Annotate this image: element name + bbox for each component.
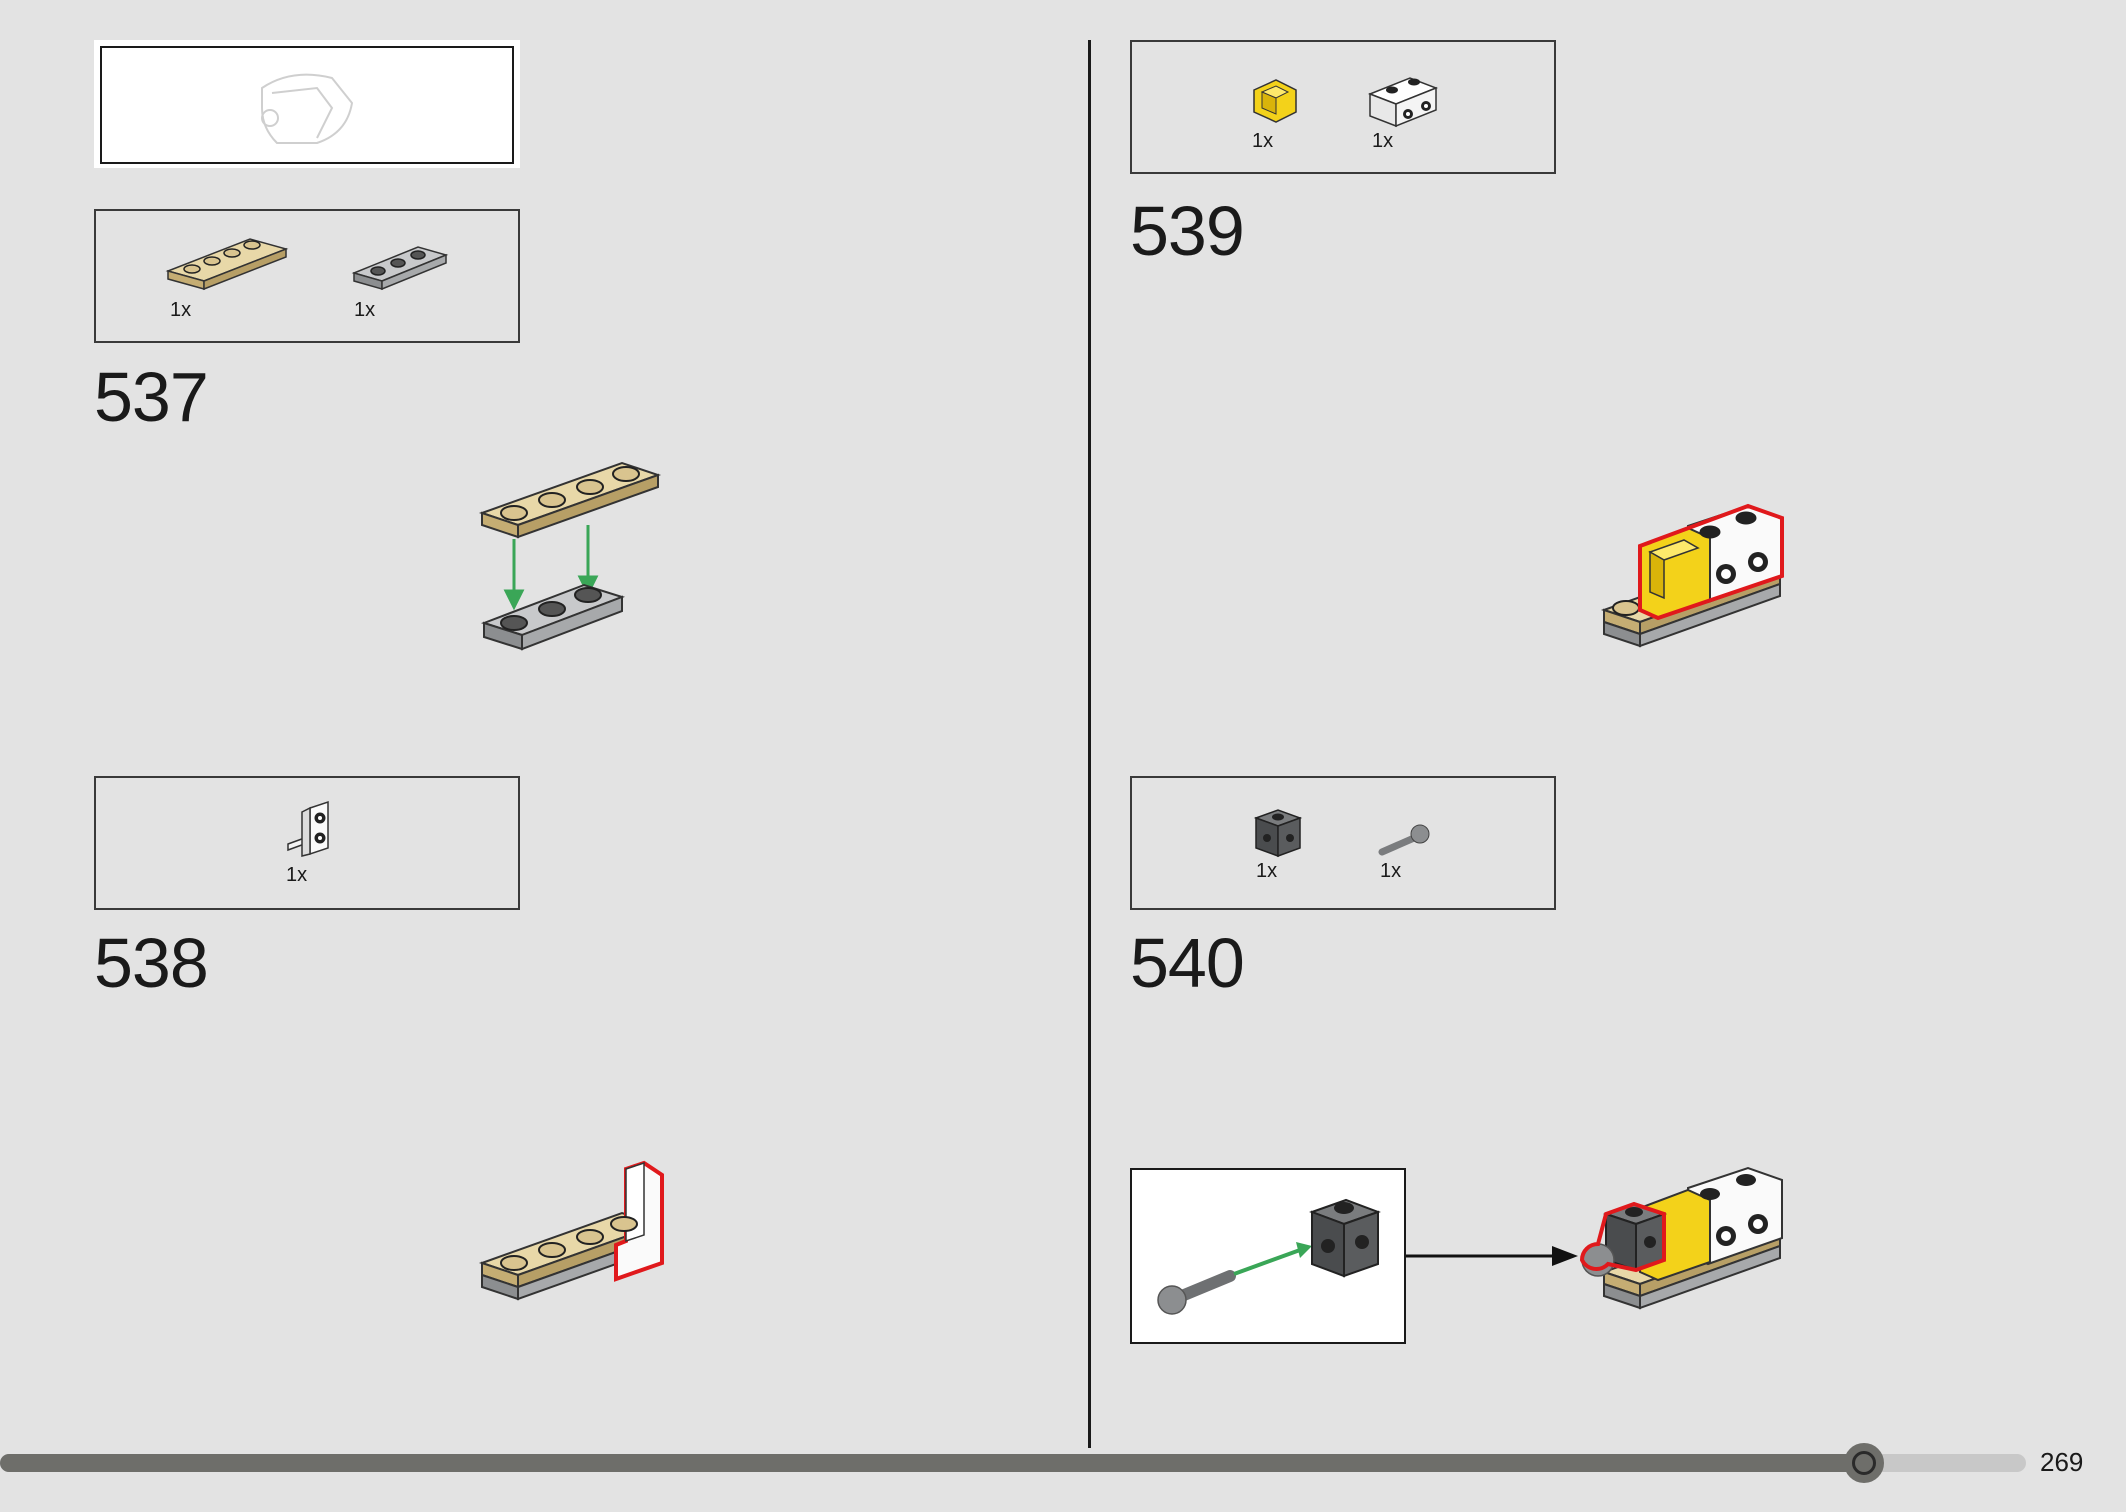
qty-label: 1x	[170, 299, 192, 321]
faded-submodel-icon	[261, 73, 354, 144]
gray-plate-1x3-icon	[351, 246, 449, 291]
step-538-build-illustration	[478, 1160, 664, 1301]
step-537-build-illustration	[478, 461, 662, 651]
parts-list-540: 1x 1x	[1130, 776, 1556, 910]
step-539-build-illustration	[1600, 503, 1784, 648]
qty-label: 1x	[1372, 130, 1394, 152]
qty-label: 1x	[354, 299, 376, 321]
step-number: 539	[1130, 192, 1245, 270]
progress-knob	[1844, 1443, 1884, 1483]
qty-label: 1x	[1252, 130, 1274, 152]
parts-list-537: 1x 1x	[94, 209, 520, 343]
page-divider	[1088, 40, 1091, 1448]
parts-list-539: 1x 1x	[1130, 40, 1556, 174]
qty-label: 1x	[286, 864, 308, 886]
page-number: 269	[2040, 1447, 2084, 1477]
ball-pin-into-brick-illustration	[1157, 1198, 1381, 1315]
dark-gray-brick-studs-side-icon	[1253, 809, 1303, 858]
preview-box	[100, 46, 514, 164]
progress-track	[0, 1454, 2026, 1472]
step-number: 538	[94, 924, 209, 1002]
callout-arrow-icon	[1406, 1246, 1578, 1266]
sub-assembly-callout	[1130, 1168, 1406, 1344]
white-brick-studs-side-icon	[1367, 77, 1439, 128]
yellow-corner-tile-icon	[1253, 79, 1297, 123]
preview-frame	[94, 40, 520, 168]
parts-list-538: 1x	[94, 776, 520, 910]
progress-fill	[0, 1454, 1864, 1472]
gray-ball-pin-icon	[1378, 824, 1430, 856]
tan-plate-1x4-icon	[165, 238, 289, 291]
white-bracket-icon	[287, 800, 329, 857]
step-540-build-illustration	[1579, 1166, 1784, 1310]
qty-label: 1x	[1256, 860, 1278, 882]
qty-label: 1x	[1380, 860, 1402, 882]
step-number: 537	[94, 358, 209, 436]
step-number: 540	[1130, 924, 1245, 1002]
